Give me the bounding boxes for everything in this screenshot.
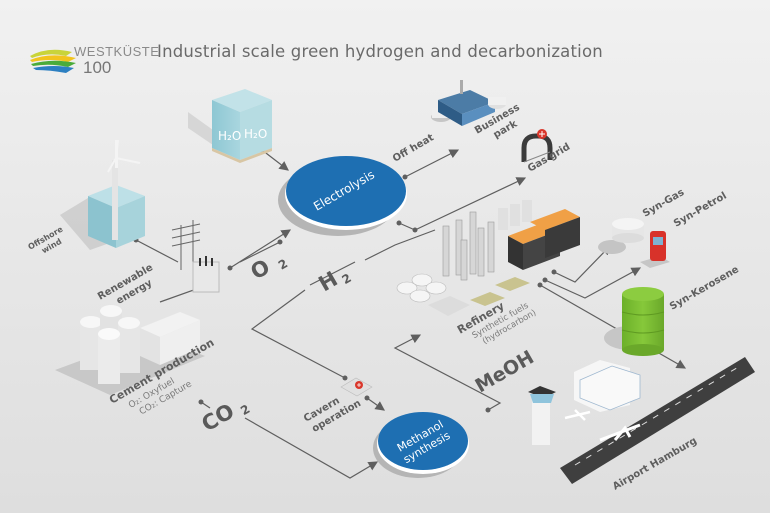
kerosene-barrel-icon: [604, 287, 665, 356]
business-park-icon: [431, 80, 506, 126]
header: WESTKÜSTE 100 Industrial scale green hyd…: [0, 0, 770, 100]
meoh-label: MeOH: [472, 346, 538, 397]
cavern-valve-icon[interactable]: [340, 377, 373, 397]
connector-airport: [539, 284, 687, 369]
o2-label: O 2: [247, 255, 291, 285]
gas-grid-icon: [521, 129, 553, 163]
o2-sub: 2: [276, 256, 290, 272]
refinery-icon: [396, 200, 580, 316]
meoh-text: MeOH: [472, 346, 538, 397]
h2-sub: 2: [340, 271, 354, 287]
connector-co2-methanol: [244, 417, 379, 479]
logo-number: 100: [83, 58, 112, 77]
logo-wordmark: WESTKÜSTE: [74, 44, 160, 59]
water-label-right: H₂O: [244, 127, 267, 141]
methanol-synthesis-node[interactable]: Methanol synthesis: [373, 412, 469, 478]
co2-label: CO 2: [198, 399, 253, 436]
connector-water-electrolysis: [261, 149, 289, 171]
connector-syngas: [553, 245, 611, 283]
co2-sub: 2: [238, 402, 252, 418]
connector-cavern-methanol: [366, 397, 385, 411]
water-cube-icon: H₂O H₂O: [188, 89, 272, 163]
transformer-icon: [171, 220, 220, 293]
page-title: Industrial scale green hydrogen and deca…: [157, 42, 603, 61]
methanol-circle: [378, 412, 468, 470]
water-label-left: H₂O: [218, 129, 241, 143]
connectors: [135, 149, 687, 479]
co2-base: CO: [198, 399, 239, 436]
connector-methanol-refinery: [393, 334, 502, 411]
offshore-wind-icon: [60, 139, 145, 250]
electrolysis-node[interactable]: Electrolysis: [278, 156, 407, 236]
syn-kerosene-label: Syn-Kerosene: [668, 264, 741, 313]
westkueste-logo: WESTKÜSTE 100: [28, 40, 159, 80]
off-heat-label: Off heat: [391, 132, 436, 164]
connector-h2-refinery: [364, 229, 436, 261]
electrolysis-circle: [286, 156, 406, 226]
airport-icon: [528, 357, 755, 484]
o2-base: O: [247, 255, 274, 285]
cement-plant-icon: [55, 305, 205, 395]
connector-wind-transformer: [135, 239, 179, 263]
logo-arrows-icon: [30, 49, 76, 73]
petrol-pump-icon: [640, 231, 670, 268]
offshore-wind-label: Offshore wind: [27, 224, 65, 255]
connector-offheat: [404, 149, 460, 178]
svg-text:Off heat: Off heat: [391, 132, 436, 164]
svg-text:Syn-Kerosene: Syn-Kerosene: [668, 264, 741, 313]
syn-gas-tank-icon: [598, 218, 644, 254]
connector-h2-cavern: [250, 261, 356, 379]
connector-synpetrol: [544, 267, 642, 299]
